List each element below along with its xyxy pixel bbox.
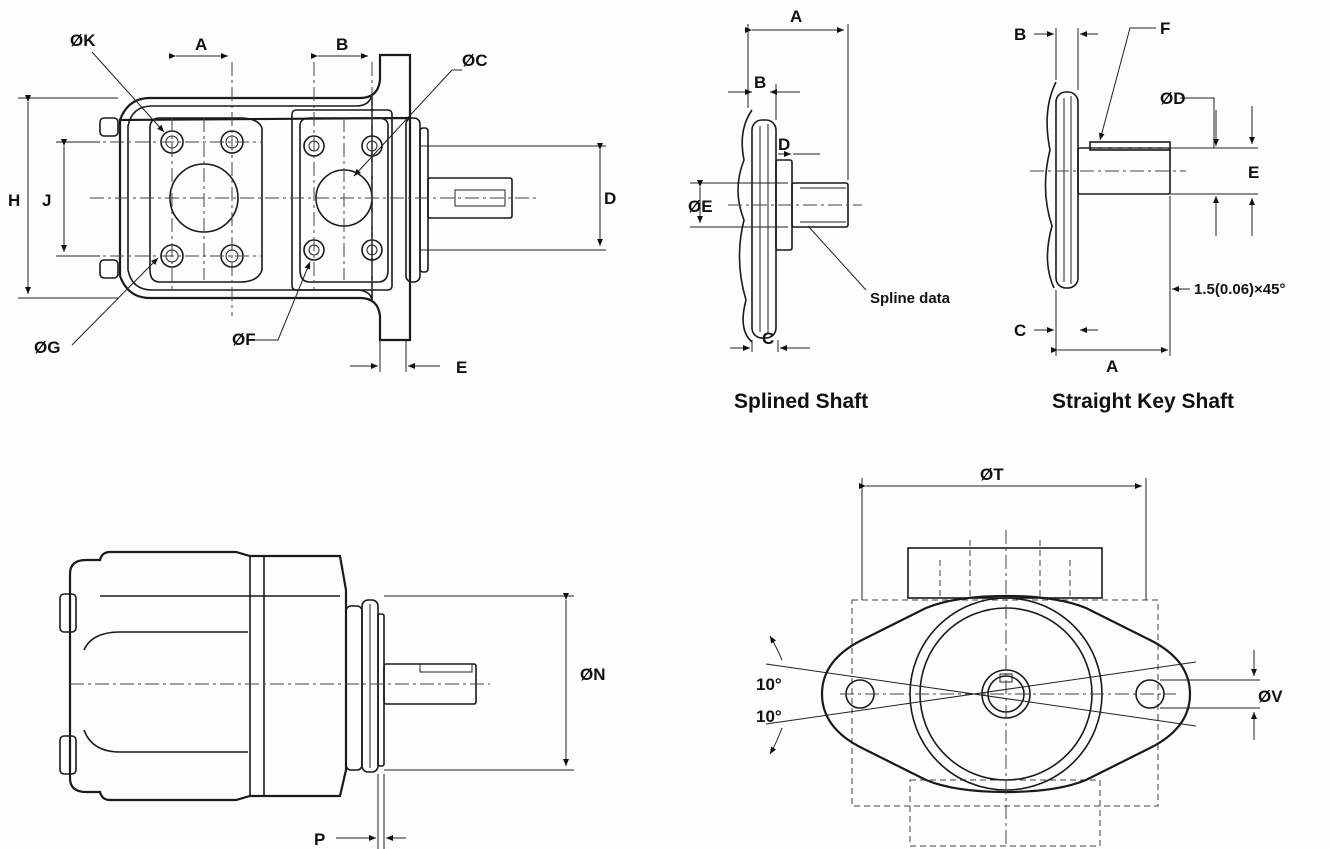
label-a-key: A	[1106, 357, 1118, 376]
splined-shaft-title: Splined Shaft	[734, 390, 868, 413]
angle-lower: 10°	[756, 707, 782, 726]
straight-key-shaft-view: B F ØD E 1.5(0.06)×45° C A Straight Key …	[1014, 19, 1285, 413]
label-j: J	[42, 191, 51, 210]
label-v: ØV	[1258, 687, 1283, 706]
label-d-key: ØD	[1160, 89, 1186, 108]
side-view: ØN P	[59, 550, 606, 849]
label-k: ØK	[70, 31, 96, 50]
label-h: H	[8, 191, 20, 210]
label-d-top: D	[604, 189, 616, 208]
end-view: ØT ØV 10° 10°	[756, 465, 1283, 847]
straight-key-shaft-title: Straight Key Shaft	[1052, 390, 1234, 413]
label-g: ØG	[34, 338, 60, 357]
label-b-splined: B	[754, 73, 766, 92]
label-n: ØN	[580, 665, 606, 684]
label-f-top: ØF	[232, 330, 256, 349]
label-t: ØT	[980, 465, 1004, 484]
label-e-top: E	[456, 358, 467, 377]
label-e-key: E	[1248, 163, 1259, 182]
top-view: ØK A B ØC H J D ØG ØF E	[8, 31, 616, 377]
label-a-top: A	[195, 35, 207, 54]
label-f-key: F	[1160, 19, 1170, 38]
spline-data-note: Spline data	[870, 290, 951, 307]
label-d-splined: D	[778, 135, 790, 154]
label-e-splined: ØE	[688, 197, 713, 216]
splined-shaft-view: A B D ØE Spline data C Splined Shaft	[688, 7, 951, 413]
label-p: P	[314, 830, 325, 849]
label-c-top: ØC	[462, 51, 488, 70]
label-a-splined: A	[790, 7, 802, 26]
label-c-key: C	[1014, 321, 1026, 340]
chamfer-note: 1.5(0.06)×45°	[1194, 281, 1285, 298]
label-b-key: B	[1014, 25, 1026, 44]
label-b-top: B	[336, 35, 348, 54]
angle-upper: 10°	[756, 675, 782, 694]
label-c-splined: C	[762, 329, 774, 348]
